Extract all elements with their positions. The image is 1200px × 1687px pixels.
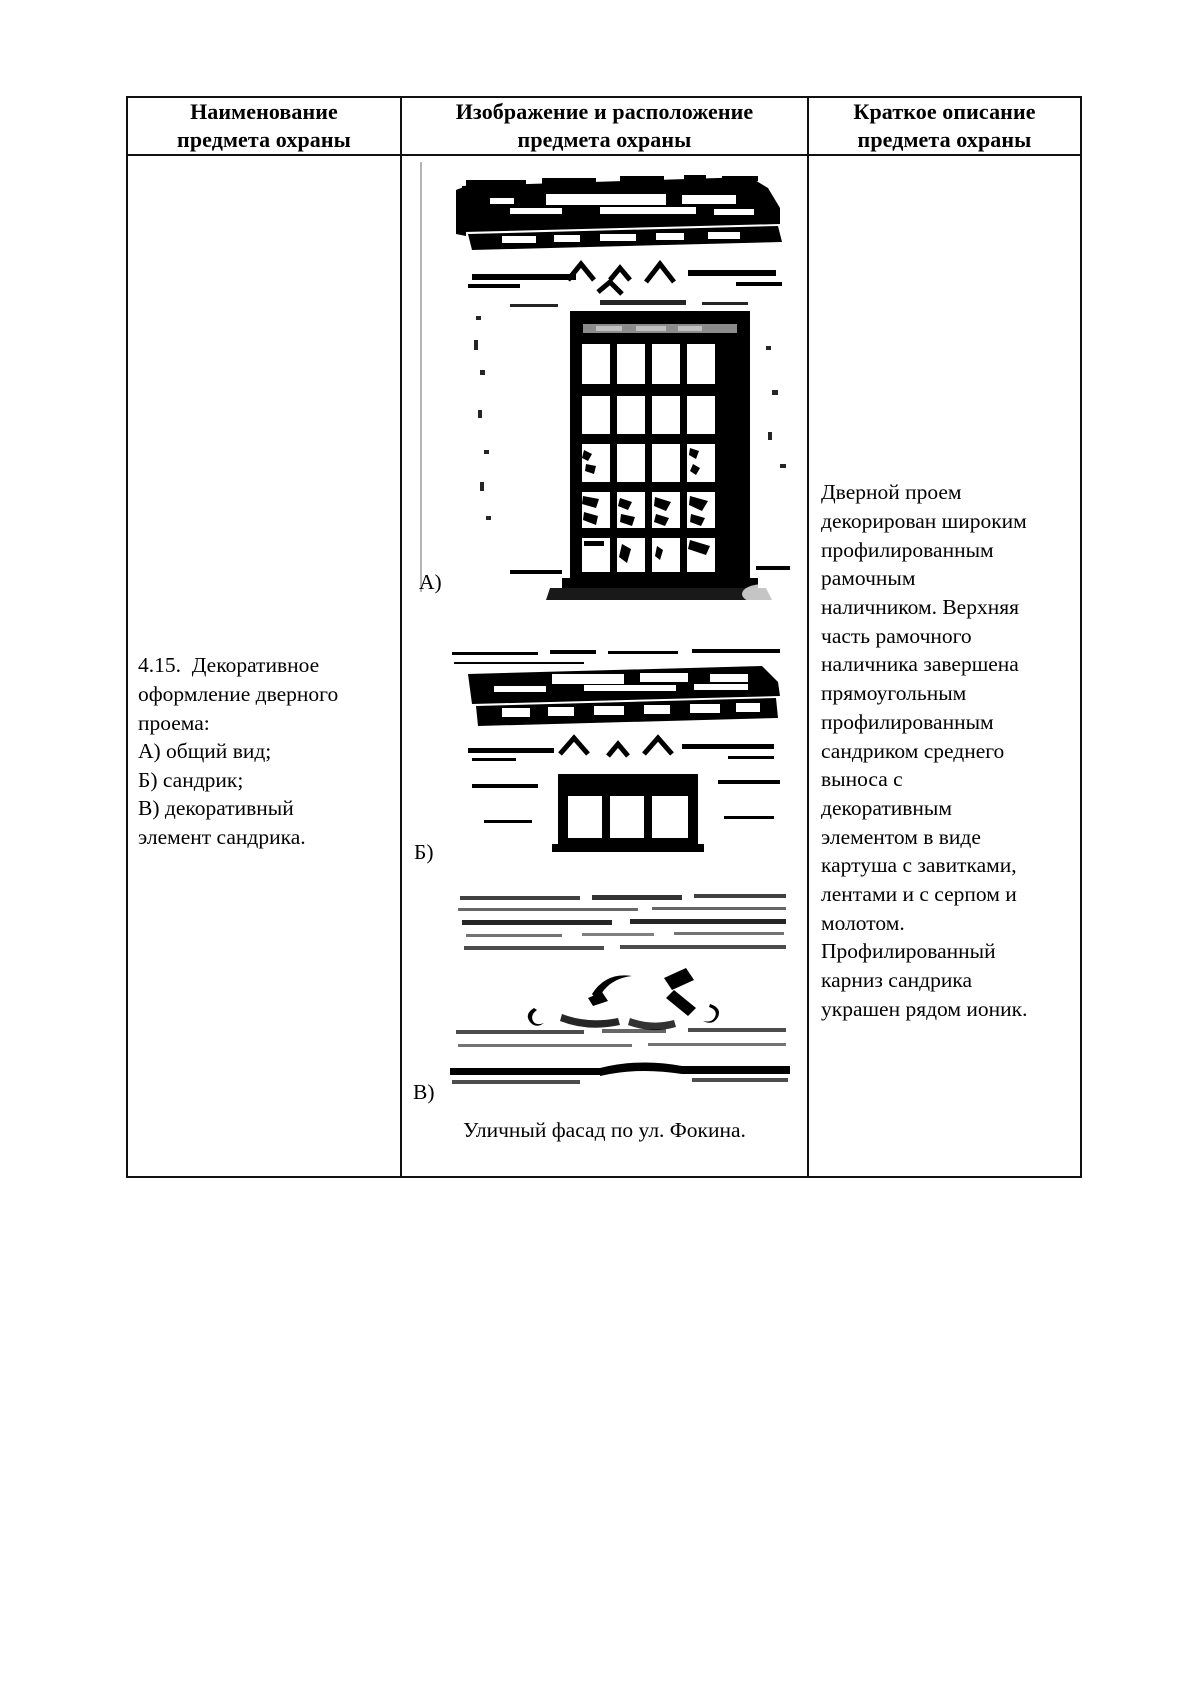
descr-line-6: часть рамочного xyxy=(821,623,972,648)
descr-line-13: элементом в виде xyxy=(821,824,981,849)
descr-line-12: декоративным xyxy=(821,795,952,820)
name-line-1: 4.15. Декоративное xyxy=(138,653,320,678)
descr-line-3: профилированным xyxy=(821,537,994,562)
header-descr-line1: Краткое описание xyxy=(853,99,1036,124)
descr-line-17: Профилированный xyxy=(821,939,996,964)
header-descr-line2: предмета охраны xyxy=(857,127,1032,153)
subject-description-text: Дверной проем декорирован широким профил… xyxy=(821,478,1076,1023)
name-line-4: А) общий вид; xyxy=(138,739,272,764)
header-cell-image: Изображение и расположение предмета охра… xyxy=(400,95,809,157)
figure-b-label: Б) xyxy=(414,840,434,865)
descr-line-7: наличника завершена xyxy=(821,652,1019,677)
figure-v-svg xyxy=(442,886,802,1102)
header-name-line2: предмета охраны xyxy=(177,127,351,153)
figure-a-doorway-general-view xyxy=(450,164,802,610)
name-line-2: оформление дверного xyxy=(138,681,339,706)
name-line-6: В) декоративный xyxy=(138,796,294,821)
table-header-row: Наименование предмета охраны Изображение… xyxy=(126,95,1082,157)
protection-subject-table: Наименование предмета охраны Изображение… xyxy=(126,95,1082,1179)
figure-v-label: В) xyxy=(413,1080,435,1105)
descr-line-19: украшен рядом ионик. xyxy=(821,996,1028,1021)
descr-line-15: лентами и с серпом и xyxy=(821,881,1017,906)
figure-b-svg xyxy=(432,644,802,870)
descr-line-9: профилированным xyxy=(821,709,994,734)
header-image-line2: предмета охраны xyxy=(517,127,692,153)
descr-line-18: карниз сандрика xyxy=(821,968,973,992)
cell-subject-name: 4.15. Декоративное оформление дверного п… xyxy=(126,154,402,1179)
figure-a-svg xyxy=(450,164,802,610)
cell-subject-description: Дверной проем декорирован широким профил… xyxy=(807,154,1082,1179)
name-line-5: Б) сандрик; xyxy=(138,767,244,792)
descr-line-5: наличником. Верхняя xyxy=(821,595,1020,620)
descr-line-1: Дверной проем xyxy=(821,480,962,505)
figure-b-sandrik xyxy=(432,644,802,870)
descr-line-4: рамочным xyxy=(821,566,916,591)
table-row: 4.15. Декоративное оформление дверного п… xyxy=(126,154,1082,1179)
name-line-7: элемент сандрика. xyxy=(138,824,306,849)
name-line-3: проема: xyxy=(138,710,210,735)
figure-v-decorative-element xyxy=(442,886,802,1102)
header-image-line1: Изображение и расположение xyxy=(455,99,754,124)
descr-line-8: прямоугольным xyxy=(821,681,967,706)
figure-caption: Уличный фасад по ул. Фокина. xyxy=(463,1118,746,1143)
cell-subject-images: А) xyxy=(400,154,809,1179)
descr-line-14: картуша с завитками, xyxy=(821,853,1017,878)
subject-name-text: 4.15. Декоративное оформление дверного п… xyxy=(138,651,394,851)
descr-line-2: декорирован широким xyxy=(821,509,1027,533)
header-name-line1: Наименование xyxy=(190,99,338,124)
scan-artifact-line xyxy=(420,162,422,593)
descr-line-16: молотом. xyxy=(821,910,905,935)
descr-line-10: сандриком среднего xyxy=(821,738,1005,763)
figure-a-label: А) xyxy=(419,570,442,595)
header-cell-description: Краткое описание предмета охраны xyxy=(807,95,1082,157)
header-cell-name: Наименование предмета охраны xyxy=(126,95,402,157)
descr-line-11: выноса с xyxy=(821,767,903,792)
